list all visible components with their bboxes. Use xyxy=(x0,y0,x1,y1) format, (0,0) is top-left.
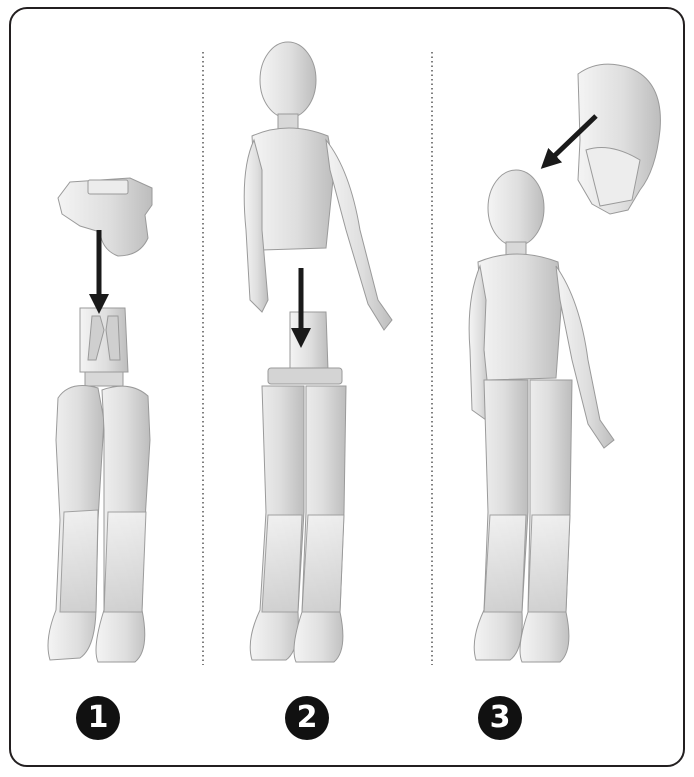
torso xyxy=(478,254,562,380)
step-3-illustration xyxy=(469,64,660,662)
step-1-badge: 1 xyxy=(76,696,120,740)
head xyxy=(260,42,316,118)
step-2-badge: 2 xyxy=(285,696,329,740)
right-arm xyxy=(326,140,392,330)
step-2-illustration xyxy=(244,42,392,662)
torso-connector xyxy=(80,308,128,372)
head xyxy=(488,170,544,246)
step-3-badge: 3 xyxy=(478,696,522,740)
torso xyxy=(252,128,334,250)
